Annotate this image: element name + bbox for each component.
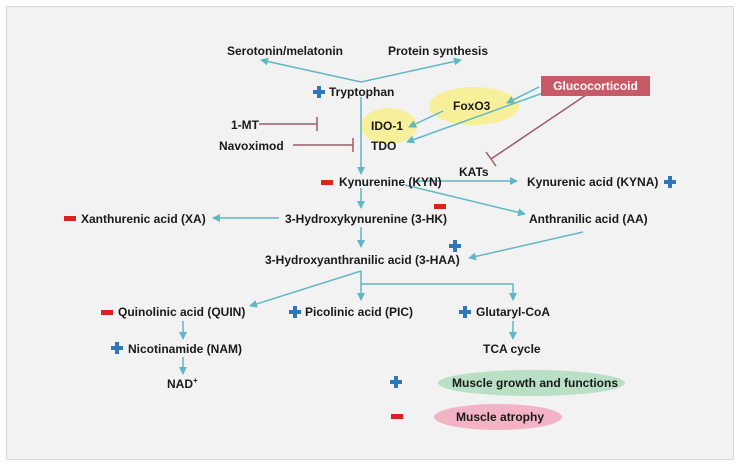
glucocorticoid-box: Glucocorticoid xyxy=(541,76,650,96)
node-anthranilic: Anthranilic acid (AA) xyxy=(529,212,648,226)
growth-legend-oval xyxy=(438,370,625,396)
arrow-foxo3-to-ido1 xyxy=(408,110,444,128)
node-quinolinic: Quinolinic acid (QUIN) xyxy=(118,305,246,319)
legend-plus-icon xyxy=(390,376,402,388)
tryptophan-plus-icon xyxy=(313,86,325,98)
node-3hk: 3-Hydroxykynurenine (3-HK) xyxy=(285,212,448,226)
inhibit-gc-kats xyxy=(490,92,590,160)
nicotinamide-plus-icon xyxy=(111,342,123,354)
node-nicotinamide: Nicotinamide (NAM) xyxy=(128,342,242,356)
3haa-plus-icon xyxy=(449,240,461,252)
nad-text: NAD xyxy=(167,377,193,391)
xanthurenic-minus-icon xyxy=(64,216,76,221)
node-protein-synthesis: Protein synthesis xyxy=(388,44,489,58)
node-serotonin: Serotonin/melatonin xyxy=(227,44,344,58)
node-kyna: Kynurenic acid (KYNA) xyxy=(527,175,659,189)
node-foxo3: FoxO3 xyxy=(453,99,491,113)
nad-superscript: + xyxy=(193,376,198,385)
legend-growth-label: Muscle growth and functions xyxy=(452,376,619,390)
picolinic-plus-icon xyxy=(289,306,301,318)
legend-atrophy-label: Muscle atrophy xyxy=(456,410,545,424)
legend-minus-icon xyxy=(391,414,403,419)
node-3haa: 3-Hydroxyanthranilic acid (3-HAA) xyxy=(265,253,460,267)
node-ido1: IDO-1 xyxy=(371,119,404,133)
pathway-diagram: Serotonin/melatonin Protein synthesis Tr… xyxy=(6,6,734,460)
arrow-gc-to-tdo xyxy=(406,92,544,144)
pathway-arrows xyxy=(179,57,590,375)
node-glucocorticoid: Glucocorticoid xyxy=(553,79,638,93)
node-kynurenine: Kynurenine (KYN) xyxy=(339,175,442,189)
arrow-trp-to-serotonin xyxy=(260,57,362,83)
node-nad: NAD+ xyxy=(167,376,198,392)
node-glutaryl: Glutaryl-CoA xyxy=(476,305,551,319)
arrow-gc-to-foxo3 xyxy=(506,86,540,104)
kyna-plus-icon xyxy=(664,176,676,188)
node-1mt: 1-MT xyxy=(231,118,259,132)
node-picolinic: Picolinic acid (PIC) xyxy=(305,305,414,319)
arrow-3haa-to-quin xyxy=(249,270,362,308)
node-kats: KATs xyxy=(459,165,489,179)
node-navoximod: Navoximod xyxy=(219,139,284,153)
3hk-minus-icon xyxy=(434,204,446,209)
node-tryptophan: Tryptophan xyxy=(329,85,395,99)
atrophy-legend-oval xyxy=(434,404,562,430)
arrow-3haa-to-glutaryl xyxy=(361,283,517,301)
kynurenine-minus-icon xyxy=(321,180,333,185)
arrow-aa-to-3haa xyxy=(468,231,584,261)
node-tdo: TDO xyxy=(371,139,397,153)
node-xanthurenic: Xanthurenic acid (XA) xyxy=(81,212,206,226)
quinolinic-minus-icon xyxy=(101,310,113,315)
glutaryl-plus-icon xyxy=(459,306,471,318)
foxo3-highlight-oval xyxy=(429,87,519,125)
arrow-kyn-to-aa xyxy=(404,184,526,217)
arrow-trp-to-protein xyxy=(360,57,462,83)
node-tca: TCA cycle xyxy=(483,342,541,356)
